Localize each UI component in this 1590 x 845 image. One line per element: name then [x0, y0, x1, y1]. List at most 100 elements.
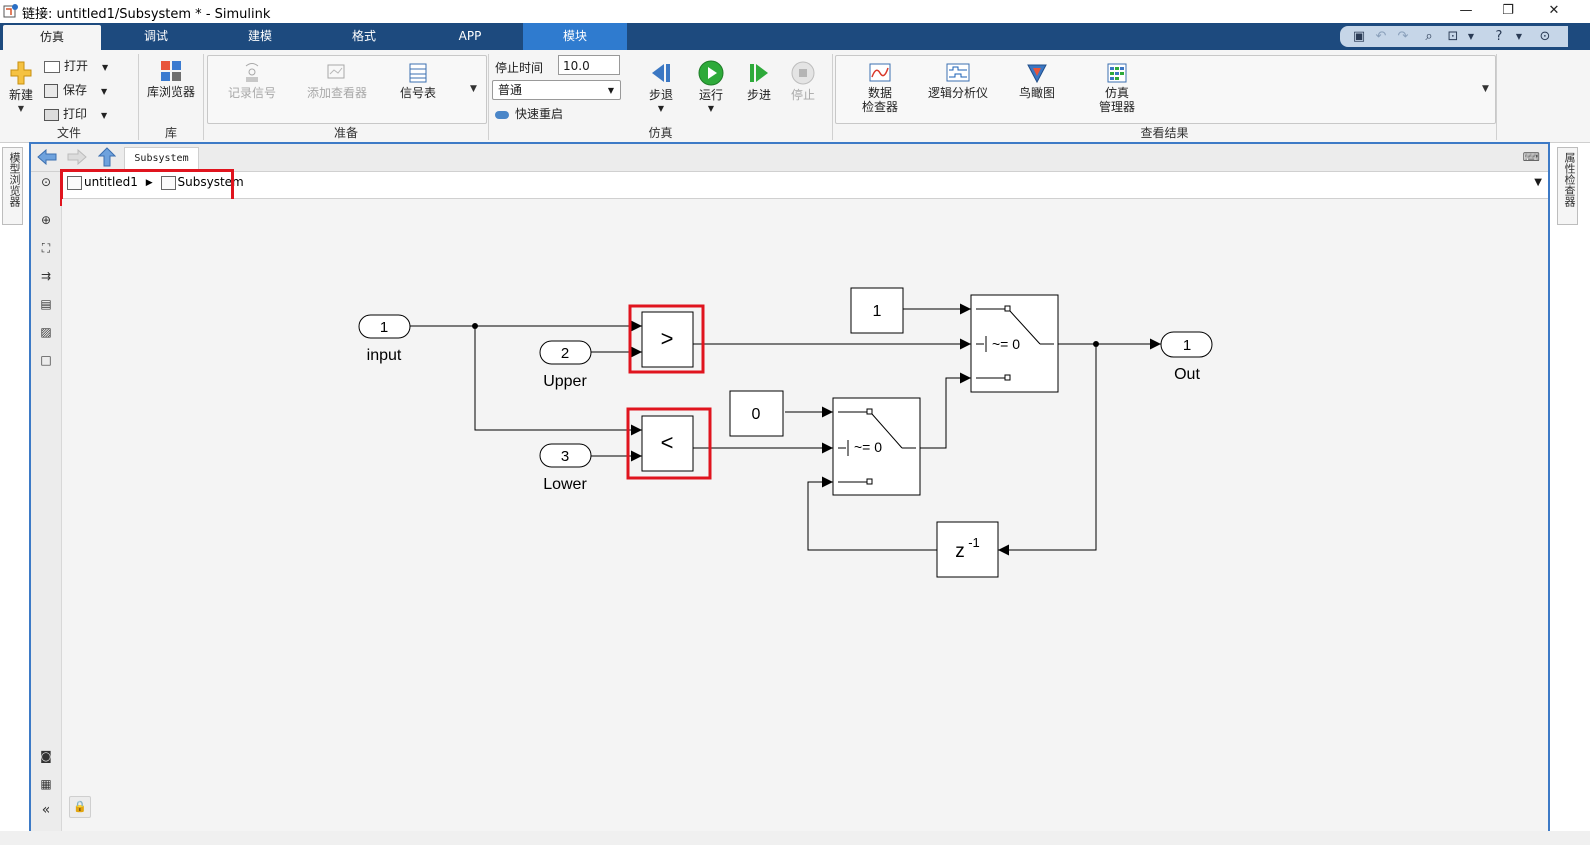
- minimize-button[interactable]: —: [1459, 3, 1473, 18]
- new-button[interactable]: 新建 ▼: [4, 60, 38, 116]
- keyboard-icon[interactable]: ⌨: [1522, 150, 1540, 164]
- constant-1-block[interactable]: 1: [850, 287, 904, 334]
- birds-eye-button[interactable]: 鸟瞰图: [1009, 62, 1065, 100]
- group-review-results: 数据 检查器 逻辑分析仪 鸟瞰图 仿真 管理器: [833, 50, 1496, 142]
- breadcrumb-item-subsystem[interactable]: Subsystem: [160, 175, 244, 190]
- outport-1-block[interactable]: 1 Out: [1160, 331, 1213, 383]
- area-icon[interactable]: □: [40, 353, 52, 367]
- inport-2-number: 2: [561, 345, 569, 362]
- redo-icon[interactable]: ↷: [1397, 29, 1409, 44]
- relational-operator-greater[interactable]: >: [628, 304, 705, 374]
- print-button[interactable]: 打印▼: [44, 105, 107, 123]
- floppy-icon: [44, 83, 58, 98]
- unit-delay-exponent: -1: [968, 535, 980, 550]
- data-inspector-button[interactable]: 数据 检查器: [853, 62, 907, 114]
- property-inspector-tab[interactable]: 属性检查器: [1557, 147, 1578, 225]
- open-button[interactable]: 打开▼: [44, 57, 108, 75]
- inport-3-label: Lower: [543, 476, 587, 493]
- inport-1-block[interactable]: 1 input: [358, 314, 411, 364]
- up-arrow-icon[interactable]: [98, 147, 116, 167]
- tab-modeling[interactable]: 建模: [247, 29, 272, 43]
- annotation-icon[interactable]: ▤: [40, 297, 52, 311]
- constant-0-block[interactable]: 0: [729, 390, 784, 437]
- run-dropdown-icon[interactable]: ▼: [707, 104, 715, 113]
- group-separator: [203, 54, 204, 140]
- signal-arrow-icon[interactable]: ⇉: [40, 269, 52, 283]
- collapse-ribbon-icon[interactable]: ⊙: [1539, 29, 1551, 44]
- print-dropdown-icon[interactable]: ▼: [101, 111, 108, 120]
- step-back-dropdown-icon[interactable]: ▼: [657, 104, 665, 113]
- save-button[interactable]: 保存▼: [44, 81, 107, 99]
- open-dropdown-icon[interactable]: ▼: [102, 63, 109, 72]
- forward-arrow-icon[interactable]: [67, 149, 87, 165]
- hide-explorer-icon[interactable]: ⊙: [40, 175, 52, 189]
- chevron-down-icon[interactable]: ▼: [1534, 177, 1542, 188]
- save-dropdown-icon[interactable]: ▼: [101, 87, 108, 96]
- address-bar: untitled1 ▶ Subsystem ▼: [63, 172, 1548, 199]
- gallery-expand-icon[interactable]: ▼: [1482, 84, 1489, 94]
- simulation-mode-select[interactable]: 普通 ▼: [492, 80, 621, 100]
- switch-2-block[interactable]: ~= 0: [832, 397, 921, 496]
- simulation-manager-label: 仿真: [1104, 86, 1129, 100]
- signal-line[interactable]: [474, 326, 642, 436]
- tab-block[interactable]: 模块: [523, 23, 627, 50]
- back-arrow-icon[interactable]: [37, 149, 57, 165]
- model-browser-label: 模型浏览器: [8, 152, 21, 207]
- logic-analyzer-button[interactable]: 逻辑分析仪: [925, 62, 991, 100]
- breadcrumb-item-root[interactable]: untitled1: [67, 175, 138, 190]
- group-prepare: 记录信号 添加查看器 信号表 ▼ 准备: [204, 50, 488, 142]
- tab-format[interactable]: 格式: [351, 29, 376, 43]
- breadcrumb-separator-icon: ▶: [145, 177, 153, 188]
- log-signals-button[interactable]: 记录信号: [222, 62, 282, 100]
- operator-less-symbol: <: [661, 430, 674, 455]
- lock-icon[interactable]: 🔒: [69, 796, 91, 818]
- chevron-down-icon[interactable]: ▼: [1467, 32, 1475, 41]
- signal-line[interactable]: [807, 476, 937, 551]
- search-icon[interactable]: ⌕: [1425, 29, 1433, 44]
- fast-restart-label: 快速重启: [515, 107, 564, 121]
- breadcrumb-root-label: untitled1: [84, 175, 138, 190]
- fast-restart-button[interactable]: 快速重启: [495, 105, 563, 123]
- signal-table-button[interactable]: 信号表: [390, 62, 446, 100]
- simulation-manager-button[interactable]: 仿真 管理器: [1089, 62, 1145, 114]
- add-viewer-button[interactable]: 添加查看器: [302, 62, 372, 100]
- signal-line[interactable]: [998, 344, 1097, 556]
- zoom-in-icon[interactable]: ⊕: [40, 213, 52, 227]
- status-bar: [0, 831, 1590, 845]
- close-button[interactable]: ✕: [1548, 3, 1560, 18]
- step-back-button[interactable]: 步退 ▼: [639, 60, 683, 116]
- group-separator: [832, 54, 833, 140]
- image-icon[interactable]: ▨: [40, 325, 52, 339]
- tab-apps[interactable]: APP: [458, 29, 482, 43]
- unit-delay-block[interactable]: z -1: [936, 521, 999, 578]
- model-browser-tab[interactable]: 模型浏览器: [2, 147, 23, 225]
- step-forward-button[interactable]: 步进: [737, 60, 781, 102]
- add-viewer-label: 添加查看器: [306, 86, 367, 100]
- save-icon[interactable]: ▣: [1352, 29, 1366, 44]
- subsystem-tab[interactable]: Subsystem: [124, 147, 199, 170]
- tab-simulation[interactable]: 仿真: [3, 25, 101, 50]
- quick-access-toolbar: ▣ ↶ ↷ ⌕ ⊡ ▼ ? ▼ ⊙: [1340, 26, 1568, 47]
- stop-button[interactable]: 停止: [781, 60, 825, 102]
- undo-icon[interactable]: ↶: [1375, 29, 1387, 44]
- property-icon[interactable]: ▦: [40, 777, 52, 791]
- collapse-palette-icon[interactable]: «: [41, 802, 51, 818]
- restore-button[interactable]: ❐: [1502, 3, 1514, 18]
- inport-3-block[interactable]: 3 Lower: [539, 443, 592, 493]
- signal-line[interactable]: [920, 372, 971, 449]
- help-icon[interactable]: ?: [1495, 29, 1503, 44]
- screenshot-icon[interactable]: ◙: [40, 749, 52, 763]
- fit-to-view-icon[interactable]: ⛶: [41, 241, 51, 255]
- diagram-canvas[interactable]: 1 input 2 Upper 3 Lower 1 Out: [62, 199, 1548, 831]
- help-dropdown-icon[interactable]: ▼: [1515, 32, 1523, 41]
- stop-time-input[interactable]: 10.0: [558, 55, 620, 75]
- relational-operator-less[interactable]: <: [626, 407, 712, 480]
- switch-1-block[interactable]: ~= 0: [970, 294, 1059, 393]
- new-dropdown-icon[interactable]: ▼: [17, 104, 25, 113]
- library-browser-button[interactable]: 库浏览器: [143, 59, 199, 99]
- run-button[interactable]: 运行 ▼: [689, 60, 733, 116]
- find-options-icon[interactable]: ⊡: [1447, 29, 1459, 44]
- inport-2-block[interactable]: 2 Upper: [539, 340, 592, 390]
- gallery-expand-icon[interactable]: ▼: [470, 84, 477, 94]
- tab-debug[interactable]: 调试: [143, 29, 168, 43]
